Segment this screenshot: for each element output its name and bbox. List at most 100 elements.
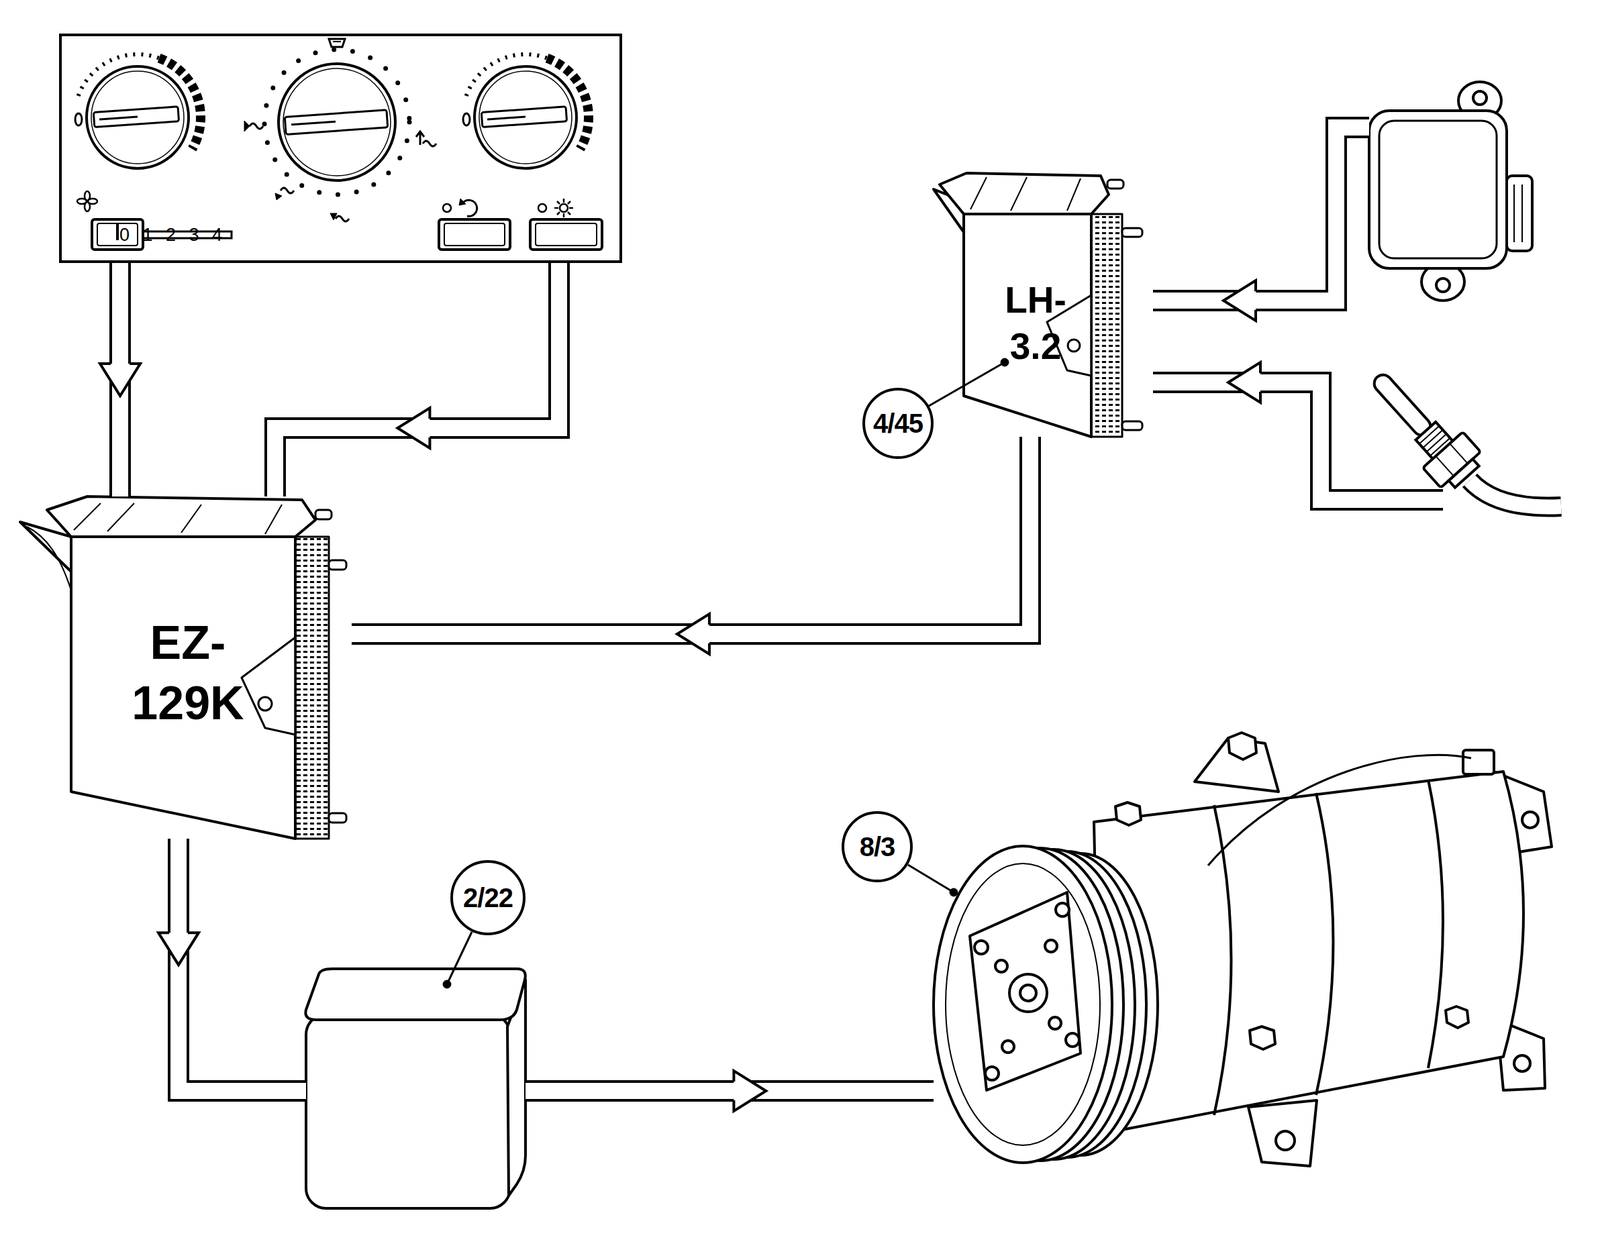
throttle-sensor [1369,110,1507,269]
compressor-drawing [1002,1040,1015,1054]
arrow-head [100,363,141,396]
connector-line [178,838,307,1092]
control-module-drawing [20,496,347,839]
compressor-drawing [1020,985,1037,1002]
control-panel [474,66,577,169]
compressor-drawing [985,1067,999,1081]
control-module: EZ- 129K [20,496,352,839]
control-panel [554,198,574,218]
temperature-sensor [1357,359,1487,495]
arrow-head [158,932,199,966]
compressor-drawing [1228,732,1257,760]
arrow-head [1228,362,1261,403]
control-panel [275,193,282,200]
compressor-drawing [1248,1100,1317,1167]
control-module-drawing [1067,339,1080,352]
control-module-drawing [328,560,347,570]
connector-line [525,1080,934,1103]
callout-number: 2/22 [450,860,526,936]
compressor-drawing [974,940,988,955]
compressor-drawing [1055,903,1070,917]
relay-drawing [442,980,452,989]
compressor-drawing [933,846,1113,1164]
control-panel [249,123,264,129]
arrow-head [100,363,141,396]
compressor-drawing [969,892,1081,1091]
callout-number: 8/3 [841,811,913,883]
control-module-drawing [295,536,329,839]
control-panel [93,106,179,128]
control-panel [244,120,250,132]
throttle-sensor [1436,278,1450,292]
control-panel [328,38,345,47]
arrow-head [677,614,710,655]
control-module-drawing [26,526,72,591]
control-panel [77,198,87,205]
compressor-drawing [945,863,1100,1146]
control-module-drawing [928,173,1143,437]
control-module-drawing [46,496,316,537]
control-panel [535,223,597,246]
throttle-sensor [1379,120,1497,259]
control-panel [280,187,294,194]
compressor-drawing [1044,940,1058,953]
control-panel [60,34,621,262]
relay-drawing [305,932,526,1209]
signal-connector [100,263,141,497]
control-panel [459,198,466,206]
control-panel [86,66,189,169]
control-panel [60,34,621,262]
control-module-drawing [71,536,296,839]
compressor: 8/3 [933,724,1562,1168]
control-panel [75,113,82,126]
throttle-sensor [1473,91,1487,105]
control-panel [481,106,567,128]
arrow-head [158,932,199,966]
control-panel [291,121,336,125]
throttle-sensor [1514,184,1523,243]
control-panel [264,49,410,195]
signal-connector [351,436,1031,655]
control-panel [487,116,526,120]
compressor-drawing [908,732,1552,1167]
temperature-sensor [1469,480,1562,508]
arrow-head [677,614,710,655]
callout-number: 4/45 [862,387,934,460]
signal-connector [275,263,560,497]
fan-speed-scale: 0 1 2 3 4 [119,222,225,247]
control-panel [332,40,341,43]
connector-line [525,1083,934,1100]
control-panel [442,204,452,213]
temperature-sensor [1469,480,1562,508]
control-panel [438,219,511,250]
unit-name: EZ- 129K [120,612,256,734]
compressor-drawing [949,888,958,897]
unit-name: LH- 3.2 [988,277,1083,370]
arrow-head [397,408,430,449]
control-panel [278,63,396,181]
control-panel [330,213,337,221]
signal-channel [1153,382,1443,500]
compressor-drawing [1522,812,1539,829]
arrow-head [100,363,141,396]
control-panel [481,106,567,128]
signal-connector [525,1071,934,1112]
control-panel [530,219,603,250]
connector-line [275,263,560,497]
compressor-drawing [995,960,1008,973]
control-module-drawing [1091,214,1123,437]
relay-drawing [446,932,472,985]
arrow-head [733,1071,766,1112]
control-panel [77,191,98,212]
compressor-drawing [1275,1131,1295,1151]
temperature-sensor [1370,371,1434,439]
control-panel [538,204,547,213]
connector-line [351,436,1031,635]
control-module-drawing [258,697,272,711]
arrow-head [733,1071,766,1112]
compressor-drawing [1065,1033,1080,1047]
control-module-drawing [1122,421,1143,431]
control-module-drawing [1000,358,1009,367]
